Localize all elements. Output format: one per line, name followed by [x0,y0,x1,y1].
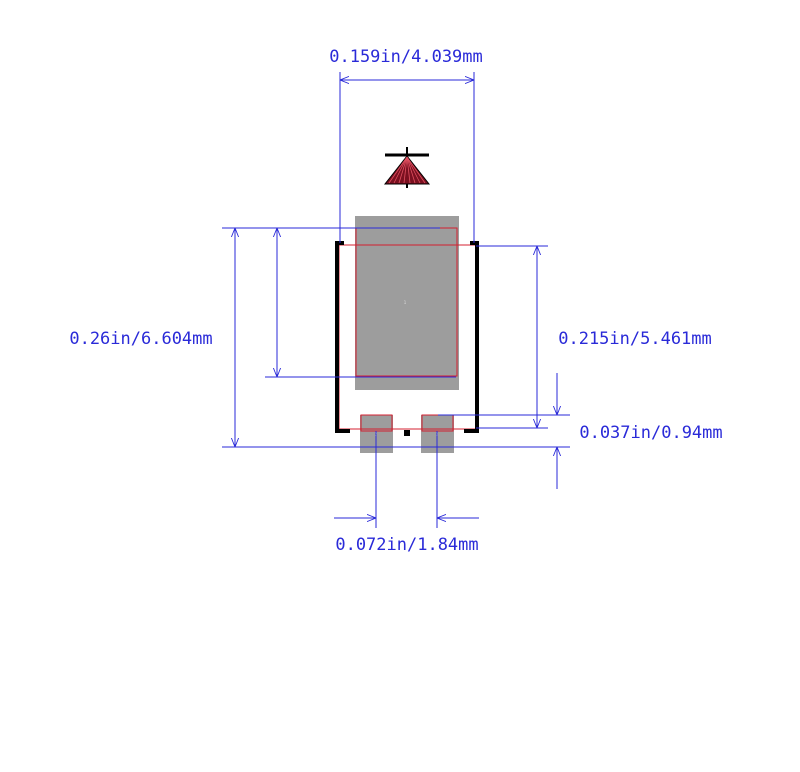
dim-pad-height-label: 0.037in/0.94mm [579,423,722,443]
dimension-lines [222,72,570,528]
diode-symbol-icon [383,147,431,188]
dim-left-height-label: 0.26in/6.604mm [69,329,212,349]
pad-1-label: 1 [404,300,407,305]
silkscreen-left-bracket [335,241,350,433]
component-footprint: 1 2 3 [335,216,479,453]
dim-top-width-label: 0.159in/4.039mm [329,47,483,67]
dim-pad-pitch-label: 0.072in/1.84mm [335,535,478,555]
polarity-dot [404,430,410,436]
silkscreen-right-bracket [464,241,479,433]
dim-right-height-label: 0.215in/5.461mm [558,329,712,349]
tab-pad [355,216,459,390]
